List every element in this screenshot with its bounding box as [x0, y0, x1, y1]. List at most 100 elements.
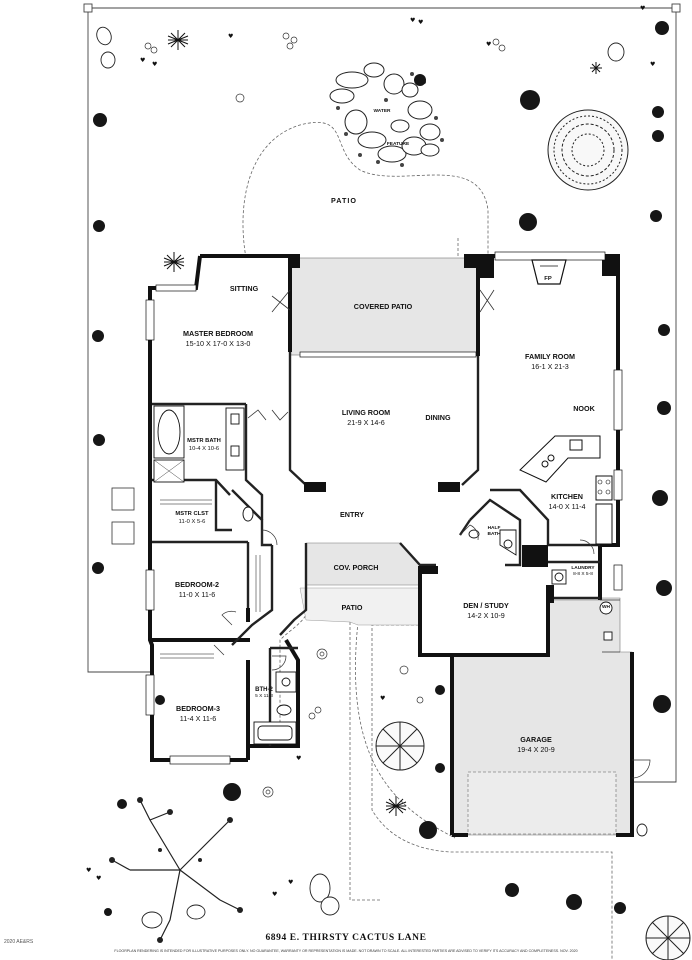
sitting-name: SITTING	[229, 284, 259, 293]
rear-patio-name: PATIO	[331, 196, 357, 205]
room-label-entry: ENTRY	[340, 510, 364, 520]
svg-text:♥: ♥	[380, 695, 385, 702]
entry-name: ENTRY	[339, 510, 365, 519]
windows	[145, 251, 623, 765]
room-label-bath-2: BTH-2 5 X 11-3	[255, 686, 273, 701]
room-label-bedroom-2: BEDROOM-2 11-0 X 11-6	[175, 580, 219, 599]
svg-text:♥: ♥	[272, 891, 277, 898]
shrubs	[92, 21, 672, 916]
laundry-fixtures	[551, 569, 613, 641]
room-label-bedroom-3: BEDROOM-3 11-4 X 11-6	[176, 704, 220, 723]
svg-text:♥: ♥	[96, 875, 101, 882]
room-label-master-closet: MSTR CLST 11-0 X 5-6	[175, 511, 208, 527]
half-bath-fixtures	[468, 529, 517, 556]
cov-porch-name: COV. PORCH	[333, 563, 379, 572]
svg-text:♥: ♥	[296, 755, 301, 762]
room-label-laundry: LAUNDRY 8-8 X 5-8	[571, 566, 594, 579]
water-feature-label: WATER	[374, 109, 391, 115]
laundry-name: LAUNDRY	[571, 566, 595, 571]
svg-text:♥: ♥	[152, 61, 157, 68]
room-label-family-room: FAMILY ROOM 16-1 X 21-3	[525, 352, 575, 371]
hearts: ♥♥♥ ♥♥♥ ♥♥♥ ♥♥♥ ♥♥	[86, 5, 655, 898]
water-feature	[329, 62, 441, 163]
svg-text:♥: ♥	[288, 879, 293, 886]
front-patio-name: PATIO	[341, 603, 363, 612]
front-walk-outline	[279, 586, 613, 960]
water-feature-line-1: WATER	[373, 109, 391, 114]
garage-step	[600, 599, 620, 653]
living-room-dims: 21-9 X 14-6	[347, 417, 385, 427]
wall-corner-blocks	[246, 254, 620, 622]
room-label-den-study: DEN / STUDY 14-2 X 10-9	[463, 601, 509, 620]
room-label-half-bath: HALF BATH	[483, 526, 505, 539]
disclaimer-text: FLOORPLAN RENDERING IS INTENDED FOR ILLU…	[114, 949, 578, 953]
master-bedroom-dims: 15-10 X 17-0 X 13-0	[185, 338, 251, 348]
lot-boundary	[83, 3, 681, 783]
interior-walls	[152, 352, 600, 746]
fireplace	[531, 259, 567, 285]
dining-name: DINING	[425, 413, 451, 422]
master-bath-fixtures	[153, 405, 254, 522]
bedroom-3-name: BEDROOM-3	[176, 704, 220, 713]
stepping-stones	[96, 26, 648, 929]
garage-dims: 19-4 X 20-9	[517, 744, 555, 754]
room-label-kitchen: KITCHEN 14-0 X 11-4	[548, 492, 585, 511]
master-bath-name: MSTR BATH	[187, 438, 221, 444]
room-label-wh: WH	[602, 605, 610, 611]
branched-tree	[109, 797, 243, 943]
room-label-dining: DINING	[425, 413, 450, 423]
nook-name: NOOK	[573, 404, 595, 413]
property-address: 6894 E. THIRSTY CACTUS LANE	[265, 933, 427, 943]
bath-2-name: BTH-2	[255, 687, 273, 693]
water-feature-line-2: FEATURE	[386, 142, 410, 147]
bedroom-2-name: BEDROOM-2	[175, 580, 219, 589]
room-label-covered-patio: COVERED PATIO	[354, 302, 412, 312]
svg-text:♥: ♥	[228, 33, 233, 40]
fireplace-name: FP	[544, 276, 552, 282]
master-closet-name: MSTR CLST	[175, 511, 209, 517]
svg-text:♥: ♥	[640, 5, 645, 12]
half-bath-name: HALF BATH	[487, 526, 501, 538]
room-label-front-patio: PATIO	[342, 603, 363, 613]
svg-text:♥: ♥	[140, 57, 145, 64]
svg-text:♥: ♥	[486, 41, 491, 48]
garage-door	[467, 771, 617, 835]
room-label-rear-patio: PATIO	[331, 196, 357, 206]
master-bedroom-name: MASTER BEDROOM	[183, 329, 253, 338]
room-label-master-bedroom: MASTER BEDROOM 15-10 X 17-0 X 13-0	[183, 329, 253, 348]
living-room-name: LIVING ROOM	[341, 408, 391, 417]
room-label-garage: GARAGE 19-4 X 20-9	[517, 735, 555, 754]
den-study-dims: 14-2 X 10-9	[467, 610, 505, 620]
bedroom-2-dims: 11-0 X 11-6	[178, 589, 216, 599]
room-label-master-bath: MSTR BATH 10-4 X 10-6	[187, 438, 221, 454]
svg-text:♥: ♥	[86, 867, 91, 874]
room-label-living-room: LIVING ROOM 21-9 X 14-6	[342, 408, 390, 427]
room-label-sitting: SITTING	[230, 284, 258, 294]
copyright-text: 2020 AE&RS	[4, 939, 34, 945]
svg-text:♥: ♥	[418, 19, 423, 26]
bath-2-fixtures	[253, 671, 297, 745]
svg-text:♥: ♥	[650, 61, 655, 68]
bedroom-3-dims: 11-4 X 11-6	[179, 713, 217, 723]
door-swings	[213, 524, 651, 779]
den-study-name: DEN / STUDY	[463, 601, 509, 610]
cacti	[163, 30, 602, 816]
master-closet-dims: 11-0 X 5-6	[178, 518, 206, 525]
garage-name: GARAGE	[520, 735, 552, 744]
room-label-nook: NOOK	[573, 404, 595, 414]
bath-2-dims: 5 X 11-3	[255, 694, 273, 700]
rear-patio-outline	[242, 122, 489, 259]
groundcover	[144, 32, 506, 798]
closet-shelves	[160, 499, 261, 659]
family-room-name: FAMILY ROOM	[525, 352, 575, 361]
kitchen-dims: 14-0 X 11-4	[548, 501, 586, 511]
room-label-cov-porch: COV. PORCH	[334, 563, 379, 573]
master-bath-dims: 10-4 X 10-6	[188, 445, 220, 452]
family-room-dims: 16-1 X 21-3	[531, 361, 569, 371]
laundry-dims: 8-8 X 5-8	[573, 572, 593, 578]
kitchen-name: KITCHEN	[551, 492, 583, 501]
kitchen-counters	[519, 435, 613, 545]
water-feature-label-2: FEATURE	[387, 142, 409, 148]
wh-name: WH	[602, 605, 610, 610]
